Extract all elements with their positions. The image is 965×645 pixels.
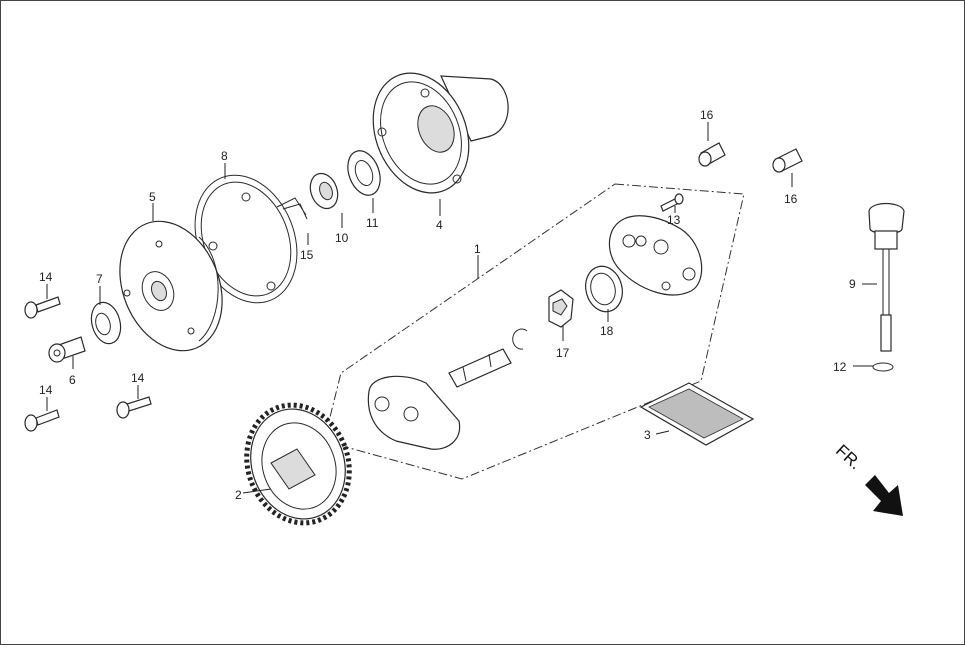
label-part-16-right: 16 [784,192,798,206]
label-part-15: 15 [300,248,314,262]
label-part-14-bottom-right: 14 [131,371,145,385]
label-part-13: 13 [667,213,681,227]
part-7-rotor [90,301,122,345]
front-direction-arrow-icon [865,475,903,516]
assembly-group-outline [323,183,745,480]
pump-cover-plate [608,215,703,296]
part-14-screw-top [24,296,61,319]
part-9-dipstick [868,202,905,352]
part-4-pump-housing [372,72,509,194]
label-part-4: 4 [436,218,443,232]
part-14-screw-bottom-left [24,409,60,432]
part-13-bolt [660,193,684,212]
part-3-oil-strainer [639,382,755,446]
label-part-16-left: 16 [700,108,714,122]
part-18-outer-rotor [585,265,623,313]
label-part-2: 2 [235,488,242,502]
label-part-12: 12 [833,360,847,374]
label-part-1: 1 [474,242,481,256]
label-part-7: 7 [96,272,103,286]
part-14-screw-bottom-right [116,396,152,419]
part-15-clip [276,197,308,220]
leader-lines [46,122,877,494]
part-2-drive-gear [244,402,352,526]
snap-ring [512,328,528,350]
part-1-pump-body [367,348,512,450]
label-part-9: 9 [849,277,856,291]
part-10-nut [309,172,339,210]
part-16-dowel-left [698,142,726,167]
part-17-inner-rotor [548,289,574,328]
part-16-dowel-right [772,148,803,173]
label-part-14-bottom-left: 14 [39,383,53,397]
label-part-17: 17 [556,346,570,360]
label-part-8: 8 [221,149,228,163]
part-5-cover-plate [119,220,223,352]
part-11-washer [347,150,381,196]
label-part-10: 10 [335,231,349,245]
label-part-6: 6 [69,373,76,387]
label-part-11: 11 [366,216,379,230]
label-part-3: 3 [644,428,651,442]
label-part-14-top: 14 [39,270,53,284]
part-6-pin [48,336,86,363]
label-part-18: 18 [600,324,614,338]
front-direction-label: FR. [832,441,865,473]
label-part-5: 5 [149,190,156,204]
part-12-o-ring [872,362,894,372]
